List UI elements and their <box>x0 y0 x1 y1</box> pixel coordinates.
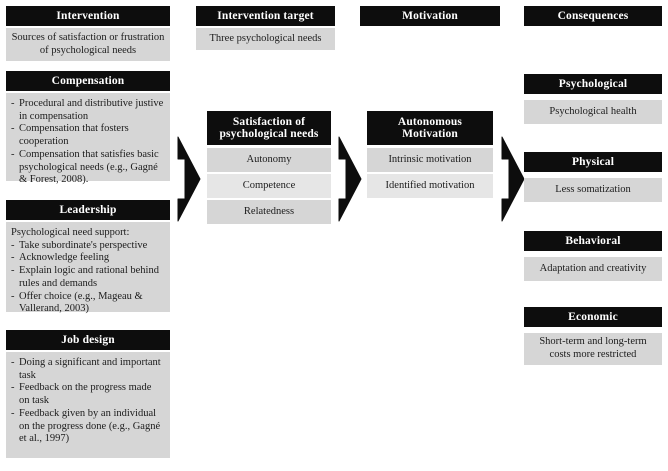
list-item: Compensation that satisfies basic psycho… <box>11 149 164 187</box>
box-need-competence: Competence <box>207 174 331 198</box>
job-design-bullets: Doing a significant and important task F… <box>11 357 164 446</box>
list-item: Procedural and distributive justive in c… <box>11 98 164 123</box>
box-identified-motivation: Identified motivation <box>367 174 493 198</box>
list-item: Doing a significant and important task <box>11 357 164 382</box>
box-leadership-list: Psychological need support: Take subordi… <box>6 222 170 314</box>
box-need-autonomy: Autonomy <box>207 148 331 172</box>
header-motivation: Motivation <box>360 6 500 26</box>
list-item: Feedback on the progress made on task <box>11 382 164 407</box>
box-compensation-list: Procedural and distributive justive in c… <box>6 93 170 185</box>
header-line-2: Motivation <box>402 128 458 140</box>
leadership-bullets: Take subordinate's perspective Acknowled… <box>11 240 164 316</box>
header-line-1: Autonomous <box>397 115 463 128</box>
arrow-motivation-to-consequences <box>500 133 526 225</box>
list-item: Compensation that fosters cooperation <box>11 123 164 148</box>
header-intervention: Intervention <box>6 6 170 26</box>
compensation-bullets: Procedural and distributive justive in c… <box>11 98 164 187</box>
header-autonomous-motivation: Autonomous Motivation <box>367 111 493 145</box>
leadership-intro: Psychological need support: <box>11 227 130 238</box>
header-line-1: Satisfaction of <box>232 115 306 128</box>
box-need-relatedness: Relatedness <box>207 200 331 224</box>
list-item: Take subordinate's perspective <box>11 240 164 253</box>
header-line-2: psychological needs <box>219 128 319 140</box>
box-behavioral-text: Adaptation and creativity <box>524 257 662 281</box>
header-job-design: Job design <box>6 330 170 350</box>
list-item: Acknowledge feeling <box>11 252 164 265</box>
box-intrinsic-motivation: Intrinsic motivation <box>367 148 493 172</box>
header-behavioral: Behavioral <box>524 231 662 251</box>
box-economic-text: Short-term and long-term costs more rest… <box>524 333 662 365</box>
header-intervention-target: Intervention target <box>196 6 335 26</box>
arrow-satisfaction-to-motivation <box>337 133 363 225</box>
arrow-intervention-to-satisfaction <box>176 133 202 225</box>
header-physical: Physical <box>524 152 662 172</box>
header-leadership: Leadership <box>6 200 170 220</box>
box-physical-text: Less somatization <box>524 178 662 202</box>
list-item: Offer choice (e.g., Mageau & Vallerand, … <box>11 291 164 316</box>
header-economic: Economic <box>524 307 662 327</box>
box-psychological-text: Psychological health <box>524 100 662 124</box>
list-item: Explain logic and rational behind rules … <box>11 265 164 290</box>
list-item: Feedback given by an individual on the p… <box>11 408 164 446</box>
header-psychological: Psychological <box>524 74 662 94</box>
box-job-design-list: Doing a significant and important task F… <box>6 352 170 458</box>
box-intervention-text: Sources of satisfaction or frustration o… <box>6 28 170 61</box>
box-intervention-target-text: Three psychological needs <box>196 28 335 50</box>
header-compensation: Compensation <box>6 71 170 91</box>
header-satisfaction-of-psychological-needs: Satisfaction of psychological needs <box>207 111 331 145</box>
header-consequences: Consequences <box>524 6 662 26</box>
